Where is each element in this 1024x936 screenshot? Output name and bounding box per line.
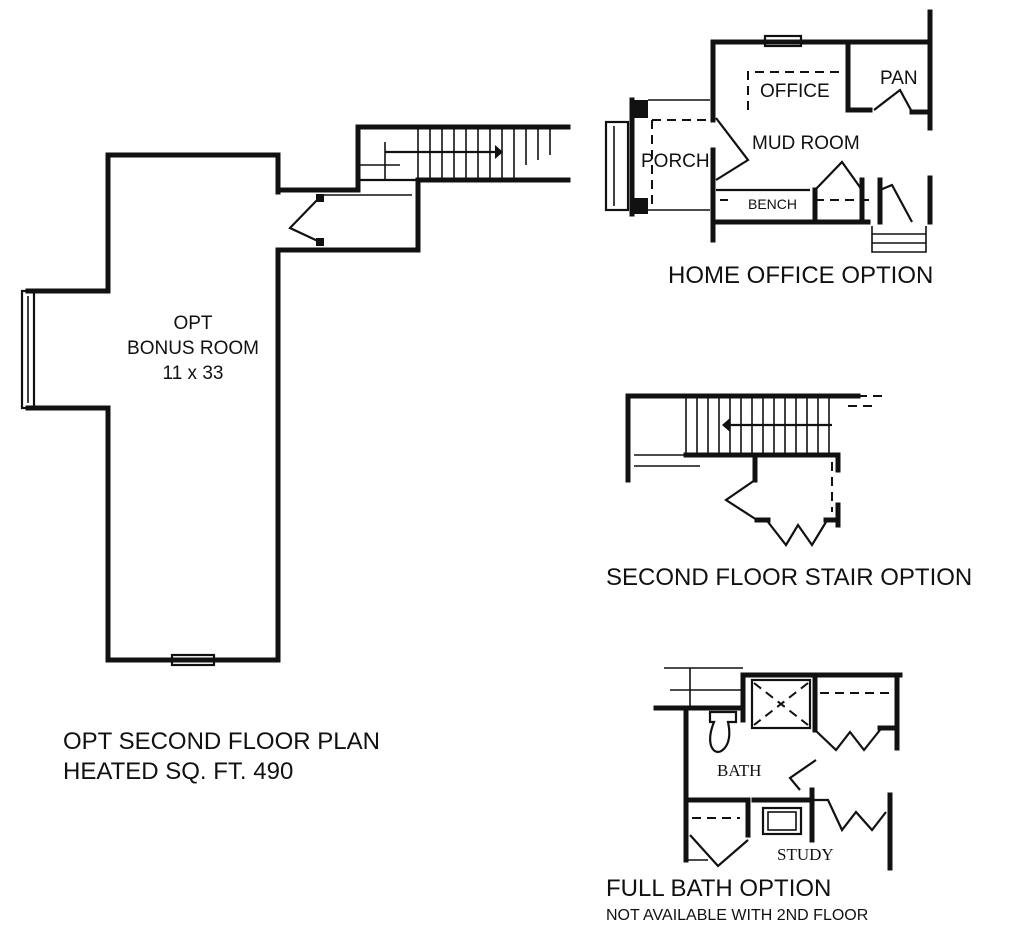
bonus-room-walls (25, 152, 281, 663)
full-bath-option: BATH STUDY FULL BATH OPTION NOT AVAILABL… (606, 667, 903, 924)
toilet (708, 710, 738, 754)
second-floor-plan: OPT BONUS ROOM 11 x 33 OPT SECOND FLOOR … (20, 124, 571, 785)
bonus-room-label-name: BONUS ROOM (127, 338, 259, 359)
room-study: STUDY (777, 845, 834, 864)
room-bath: BATH (717, 761, 761, 780)
room-mud-room: MUD ROOM (752, 133, 860, 154)
hallway-door (288, 196, 321, 243)
home-office-option-title: HOME OFFICE OPTION (668, 262, 933, 289)
room-pantry: PAN (880, 68, 918, 89)
office-outer-walls (710, 9, 933, 131)
home-office-option: OFFICE PAN MUD ROOM PORCH BENCH HOME OFF… (604, 9, 933, 289)
bonus-room-dimensions: 11 x 33 (163, 363, 224, 384)
room-porch: PORCH (641, 151, 710, 172)
full-bath-option-title: FULL BATH OPTION (606, 875, 831, 902)
bonus-room-label-opt: OPT (173, 313, 212, 334)
heated-sqft: HEATED SQ. FT. 490 (63, 758, 293, 785)
main-staircase (355, 124, 571, 183)
room-bench: BENCH (748, 196, 797, 212)
shower-stall (750, 678, 812, 730)
bottom-window (170, 653, 216, 667)
full-bath-option-note: NOT AVAILABLE WITH 2ND FLOOR (606, 907, 868, 924)
stair-option-title: SECOND FLOOR STAIR OPTION (606, 564, 972, 591)
second-floor-stair-option: SECOND FLOOR STAIR OPTION (606, 393, 972, 591)
bay-window (20, 289, 36, 410)
plan-caption: OPT SECOND FLOOR PLAN (63, 728, 380, 755)
room-office: OFFICE (760, 81, 830, 102)
